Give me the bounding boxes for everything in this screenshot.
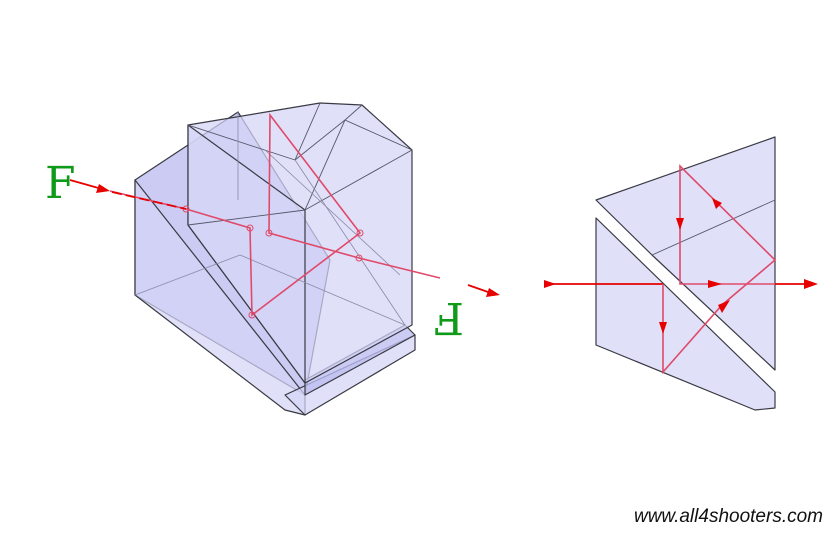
incoming-ray-dashed [111, 191, 187, 210]
output-letter-inverted: F [433, 292, 464, 343]
hidden-edge-2 [294, 159, 406, 326]
roof-block-left [187, 124, 306, 384]
outgoing-ray [467, 284, 489, 293]
prism-cross-section [544, 136, 818, 411]
reflection-point [356, 229, 364, 237]
upper-prism-inner-edge [651, 199, 776, 256]
input-letter: F [45, 158, 76, 209]
reflection-point [265, 229, 273, 237]
path-arrow-down-2 [676, 218, 684, 230]
path-arrow-right-1 [708, 280, 722, 288]
hidden-edge-4 [239, 254, 406, 326]
incoming-arrowhead [96, 184, 110, 193]
incoming-ray [69, 179, 103, 190]
outgoing-arrowhead [486, 288, 500, 297]
section-input-arrowhead [544, 280, 556, 288]
slanted-prism-front [134, 179, 306, 416]
reflection-point [246, 224, 254, 232]
section-output-arrowhead [804, 279, 818, 289]
roof-edge-5 [187, 209, 306, 226]
hidden-edge-5 [264, 149, 401, 276]
hidden-edge-3 [134, 254, 241, 296]
reflection-point [248, 311, 256, 319]
prism-3d: F F [45, 102, 500, 416]
source-credit: www.all4shooters.com [633, 506, 823, 527]
path-arrow-diag-1 [718, 300, 730, 313]
lower-prism-section [595, 217, 776, 411]
light-path-3d [109, 112, 362, 317]
upper-prism-section [595, 136, 776, 371]
section-light-path [662, 164, 777, 375]
path-arrow-down-1 [659, 322, 667, 334]
exit-ray [358, 257, 441, 279]
path-arrow-diag-2 [712, 198, 722, 209]
roof-edge-4 [294, 119, 346, 161]
